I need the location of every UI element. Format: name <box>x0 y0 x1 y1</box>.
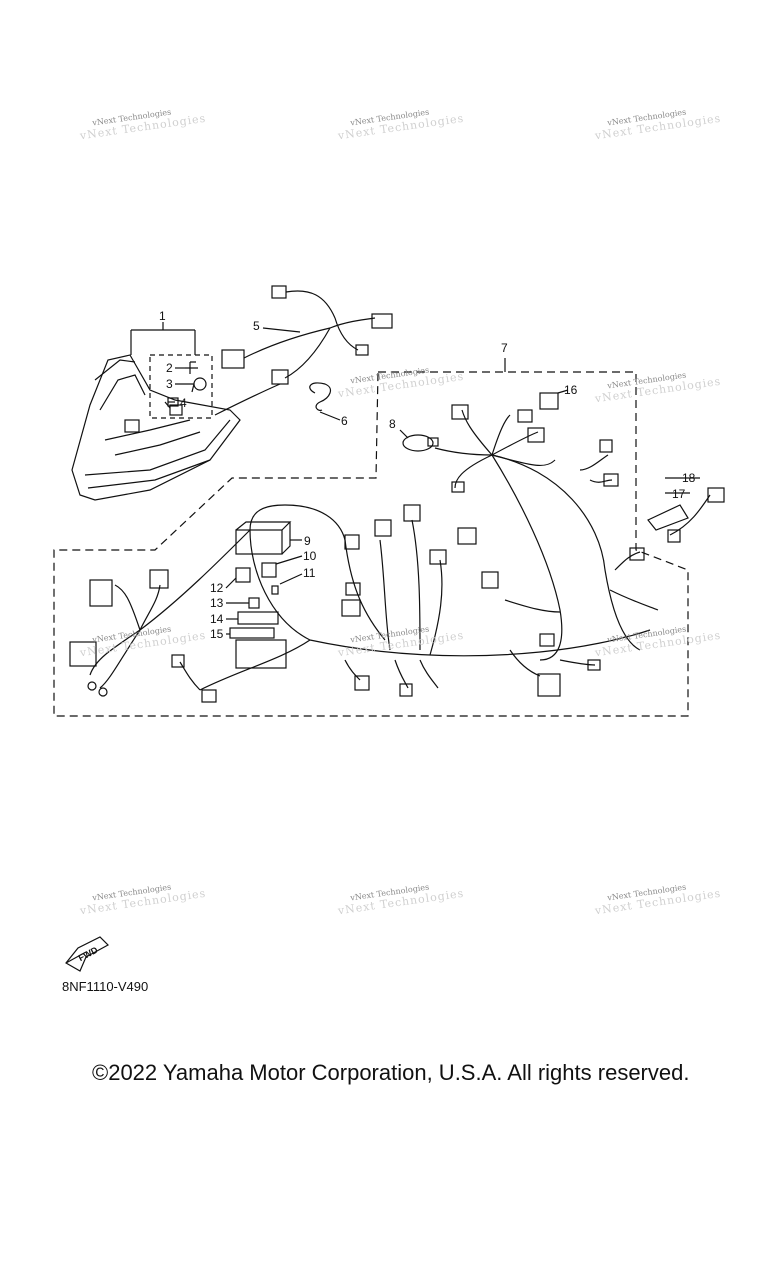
callout-7: 7 <box>501 341 508 355</box>
group-outline-7 <box>53 371 689 717</box>
leader-1 <box>130 322 196 355</box>
band-part-8 <box>402 434 439 452</box>
callout-13: 13 <box>210 596 224 610</box>
callout-12: 12 <box>210 581 224 595</box>
clamp-part-3 <box>191 377 207 393</box>
fuse-part-14 <box>237 611 279 625</box>
relay-part-12 <box>235 567 251 583</box>
callout-17: 17 <box>672 487 686 501</box>
callout-16: 16 <box>564 383 578 397</box>
leader-16 <box>557 389 569 394</box>
leader-5 <box>262 327 301 333</box>
part-code: 8NF1110-V490 <box>62 979 149 994</box>
band-part-6 <box>309 382 332 411</box>
leader-12 <box>225 577 237 589</box>
callout-6: 6 <box>341 414 348 428</box>
callout-5: 5 <box>253 319 260 333</box>
callout-1: 1 <box>159 309 166 323</box>
main-harness-7 <box>69 404 659 703</box>
fuse-part-13 <box>248 597 260 609</box>
leader-6 <box>319 411 341 421</box>
callout-11: 11 <box>303 566 316 580</box>
callout-4: 4 <box>180 396 187 410</box>
leader-8 <box>399 429 409 439</box>
callout-3: 3 <box>166 377 173 391</box>
callout-2: 2 <box>166 361 173 375</box>
relay-part-10 <box>261 562 277 578</box>
fuse-part-11 <box>271 585 279 595</box>
group-outline-bracket <box>149 354 213 419</box>
callout-15: 15 <box>210 627 224 641</box>
copyright-notice: ©2022 Yamaha Motor Corporation, U.S.A. A… <box>92 1060 690 1085</box>
label-part-18 <box>647 504 689 531</box>
callout-8: 8 <box>389 417 396 431</box>
screw-part-2 <box>185 361 198 374</box>
fuse-box-part-9 <box>235 521 292 555</box>
leader-10 <box>275 555 303 565</box>
callout-14: 14 <box>210 612 224 626</box>
sub-lead-5 <box>214 285 393 416</box>
headlight-housing <box>71 354 241 501</box>
leader-11 <box>279 573 303 585</box>
callout-10: 10 <box>303 549 317 563</box>
lead-part-17 <box>667 487 725 543</box>
callout-9: 9 <box>304 534 311 548</box>
callout-18: 18 <box>682 471 696 485</box>
cover-part-15 <box>229 627 275 639</box>
connector-part-16 <box>539 392 559 410</box>
junction-block <box>235 639 287 669</box>
nut-part-4 <box>164 397 179 409</box>
fwd-arrow-icon <box>65 936 109 972</box>
